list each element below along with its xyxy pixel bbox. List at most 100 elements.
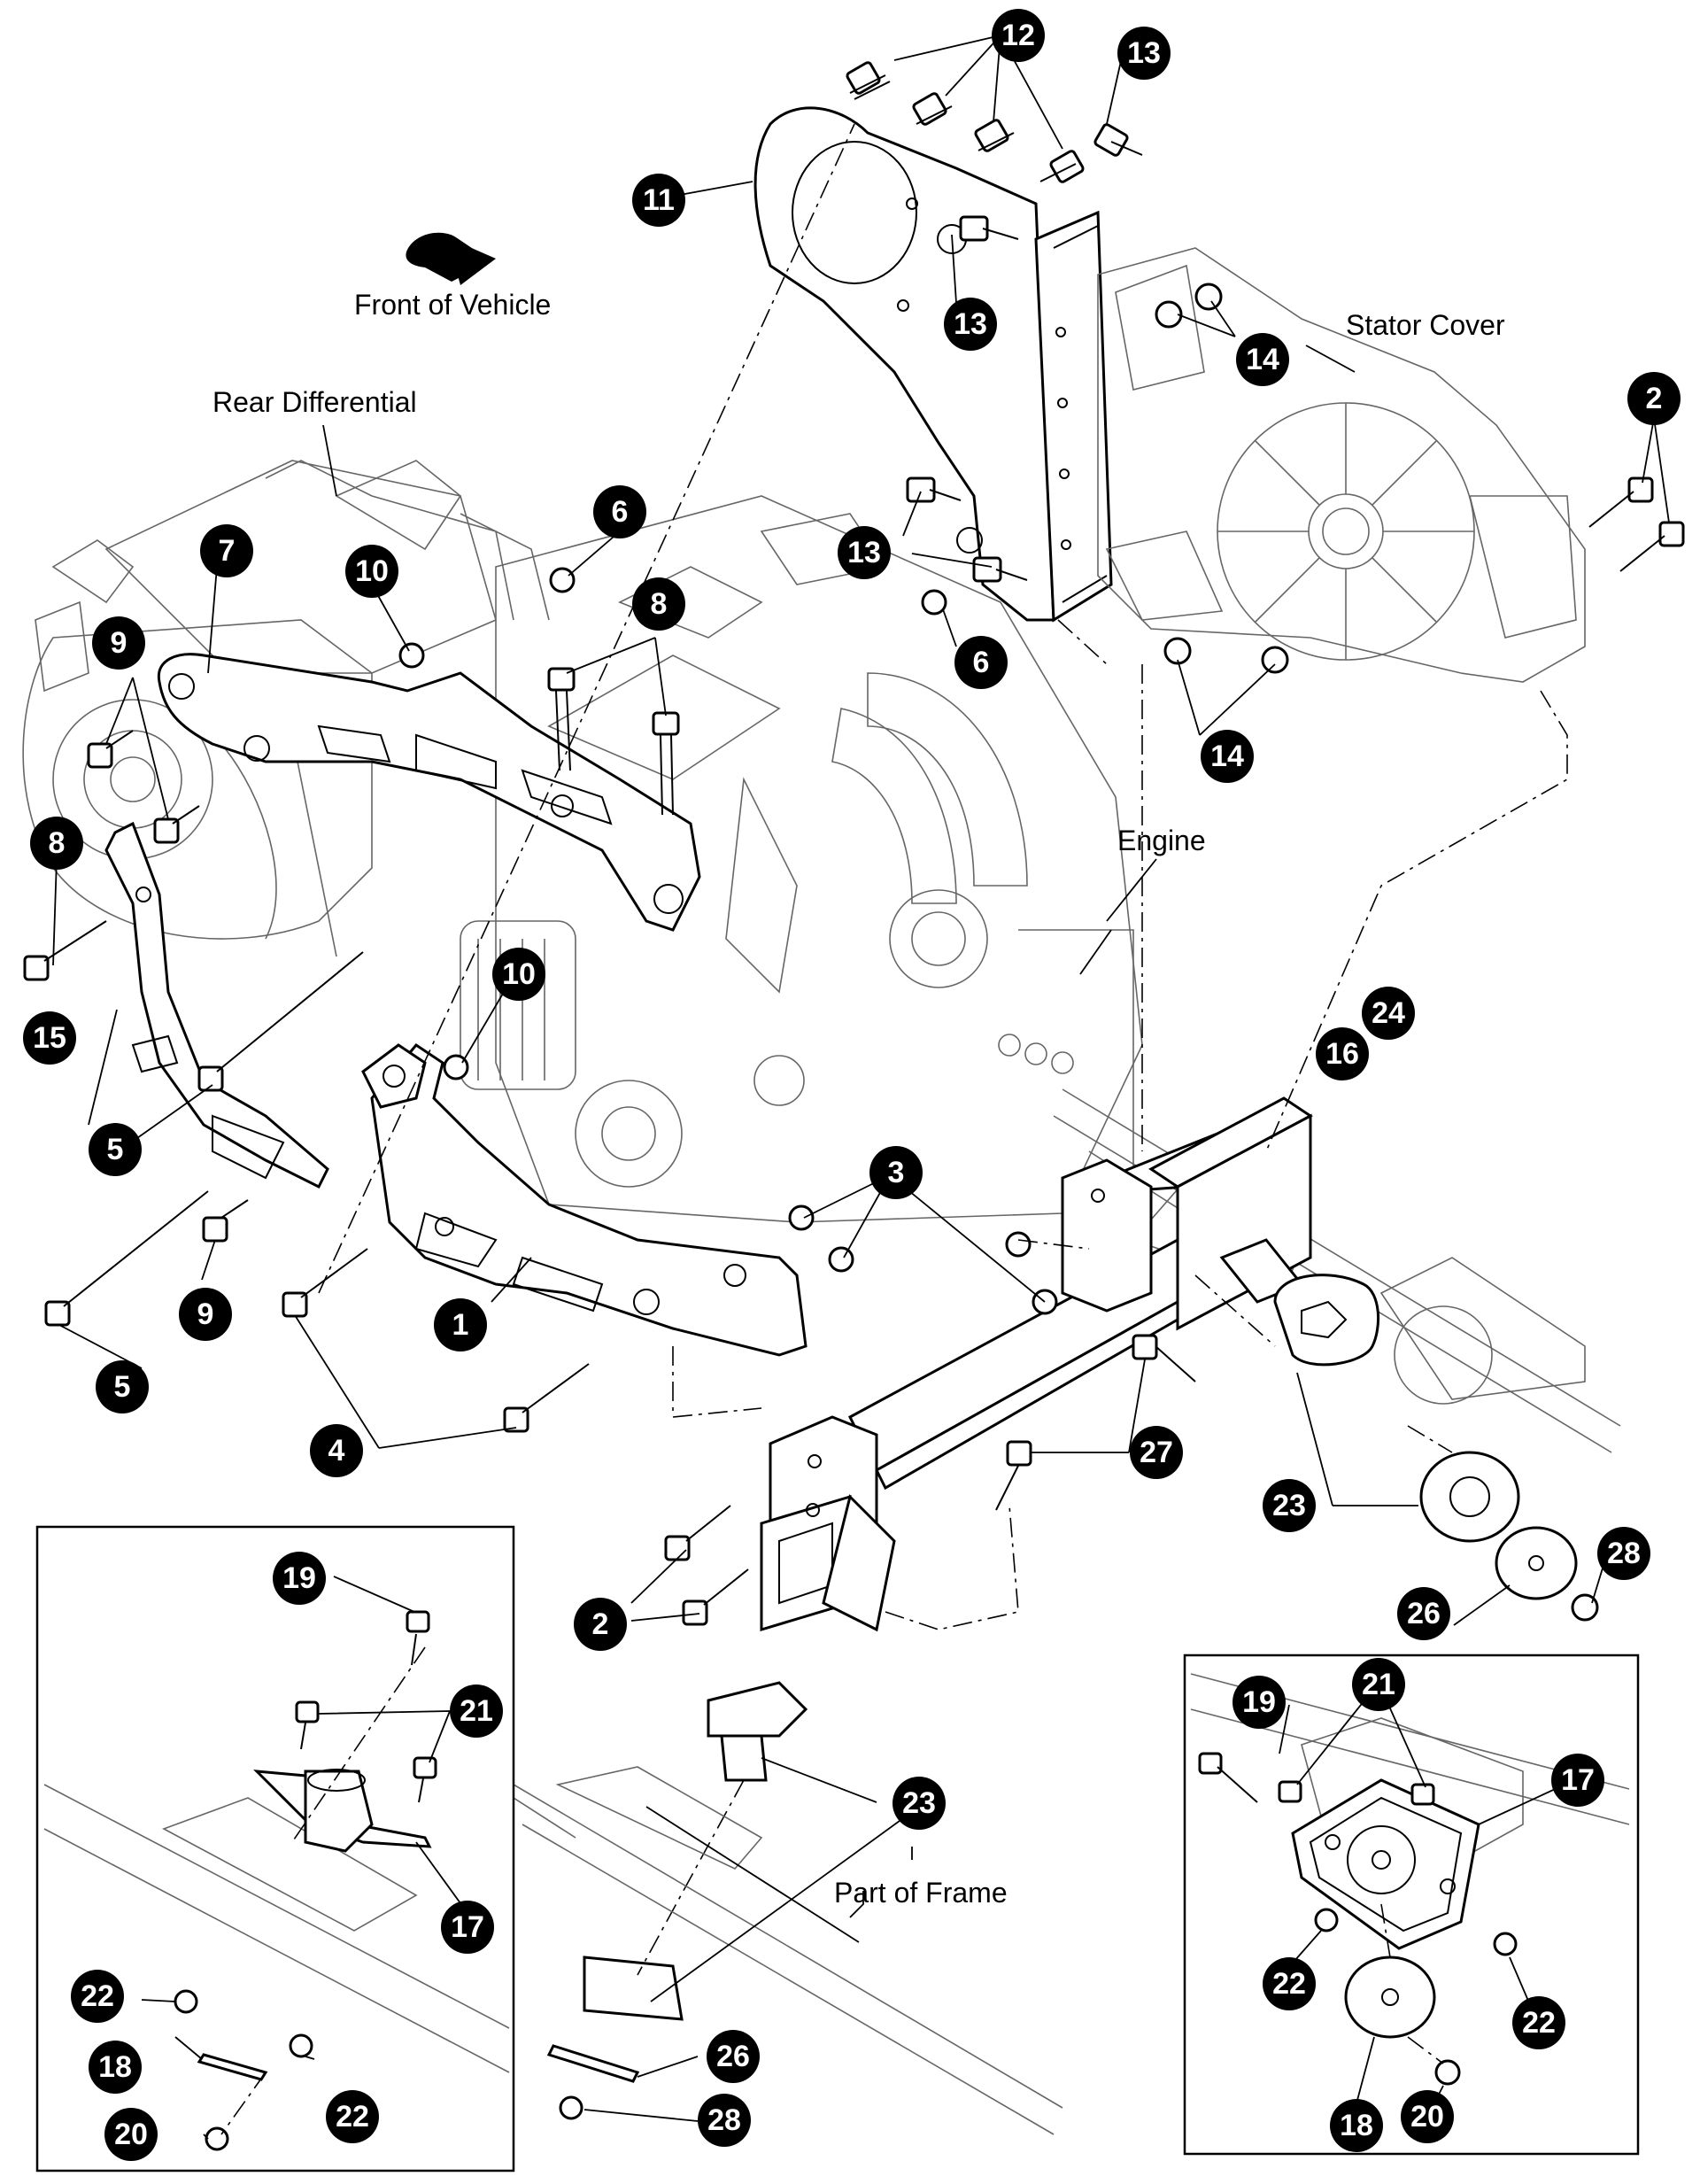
callout-6: 6 — [593, 485, 646, 538]
callout-22: 22 — [1263, 1957, 1316, 2010]
bolt-12-b — [912, 92, 953, 126]
svg-text:27: 27 — [1140, 1436, 1173, 1469]
bolt-8-a — [547, 667, 576, 771]
crossmember-16 — [760, 1096, 1313, 1632]
callout-12: 12 — [992, 9, 1045, 62]
callout-20: 20 — [1401, 2090, 1454, 2143]
bolt-9-b — [153, 805, 200, 844]
label-part-of-frame: Part of Frame — [834, 1877, 1008, 1909]
svg-text:8: 8 — [651, 587, 668, 621]
svg-text:3: 3 — [888, 1156, 905, 1189]
label-engine: Engine — [1117, 825, 1206, 856]
callout-18: 18 — [89, 2041, 142, 2094]
callout-26: 26 — [707, 2030, 760, 2083]
callout-21: 21 — [1352, 1658, 1405, 1711]
callout-4: 4 — [310, 1424, 363, 1477]
svg-text:4: 4 — [328, 1434, 345, 1468]
svg-text:23: 23 — [1272, 1489, 1306, 1522]
svg-text:16: 16 — [1325, 1037, 1359, 1071]
callout-16: 16 — [1316, 1027, 1369, 1080]
bolt-27-a — [1132, 1334, 1196, 1382]
callout-23: 23 — [1263, 1479, 1316, 1532]
bolt-5-b — [44, 1190, 209, 1327]
callout-28: 28 — [1597, 1527, 1650, 1580]
bolt-13-b — [959, 215, 1019, 242]
svg-text:7: 7 — [219, 534, 236, 568]
svg-text:19: 19 — [282, 1561, 316, 1595]
svg-text:13: 13 — [954, 307, 987, 341]
bolt-13-a — [1093, 123, 1143, 157]
svg-text:22: 22 — [1272, 1967, 1306, 2001]
callout-19: 19 — [1232, 1676, 1286, 1729]
nut-6-a — [549, 567, 576, 593]
nut-14-a — [1155, 283, 1223, 329]
callout-8: 8 — [30, 817, 83, 870]
callout-24: 24 — [1362, 987, 1415, 1040]
nut-6-b — [921, 589, 947, 616]
bolt-2-d — [682, 1568, 749, 1626]
callout-26: 26 — [1397, 1587, 1450, 1640]
callout-7: 7 — [200, 524, 253, 577]
callout-14: 14 — [1201, 730, 1254, 783]
svg-text:1: 1 — [452, 1308, 469, 1342]
bolt-8-b — [652, 711, 680, 816]
bolt-13-d — [972, 556, 1028, 583]
bolt-9-c — [202, 1199, 249, 1243]
svg-text:15: 15 — [33, 1021, 66, 1055]
callout-1: 1 — [434, 1298, 487, 1351]
bracket-1 — [361, 1043, 808, 1357]
bolt-2-a — [1588, 476, 1654, 528]
callout-22: 22 — [1512, 1996, 1565, 2049]
callout-23: 23 — [892, 1777, 946, 1830]
svg-text:6: 6 — [612, 495, 629, 529]
bolt-13-c — [906, 476, 962, 503]
svg-text:26: 26 — [716, 2040, 750, 2073]
callout-2: 2 — [1627, 372, 1681, 425]
bolt-2-b — [1619, 521, 1685, 572]
callout-10: 10 — [492, 948, 545, 1001]
bolt-2-c — [664, 1505, 731, 1561]
fasteners — [23, 61, 1685, 1626]
svg-text:12: 12 — [1001, 19, 1035, 52]
svg-text:19: 19 — [1242, 1685, 1276, 1719]
nut-14-b — [1163, 637, 1289, 674]
nut-10-a — [398, 642, 425, 669]
svg-text:22: 22 — [81, 1979, 114, 2013]
inset-right — [1183, 1653, 1640, 2156]
svg-text:6: 6 — [973, 646, 990, 679]
svg-text:20: 20 — [1410, 2100, 1444, 2134]
callout-13: 13 — [944, 298, 997, 351]
callout-17: 17 — [441, 1901, 494, 1954]
callout-14: 14 — [1236, 333, 1289, 386]
callout-19: 19 — [273, 1552, 326, 1605]
callout-3: 3 — [869, 1146, 923, 1199]
svg-text:2: 2 — [592, 1607, 609, 1641]
alignment-lines — [318, 123, 1568, 1976]
bracket-7 — [157, 653, 701, 932]
svg-text:17: 17 — [1561, 1763, 1595, 1797]
svg-text:2: 2 — [1646, 382, 1663, 415]
callout-5: 5 — [96, 1360, 149, 1413]
stator-cover-drawing — [1097, 247, 1586, 683]
callout-11: 11 — [632, 174, 685, 227]
bolt-12-c — [974, 119, 1015, 152]
svg-text:5: 5 — [114, 1370, 131, 1404]
callout-9: 9 — [92, 616, 145, 670]
svg-text:14: 14 — [1210, 740, 1244, 773]
bracket-15 — [104, 821, 329, 1189]
callout-22: 22 — [326, 2090, 379, 2143]
svg-text:9: 9 — [197, 1297, 214, 1331]
svg-text:26: 26 — [1407, 1597, 1441, 1630]
svg-text:22: 22 — [336, 2100, 369, 2134]
svg-text:22: 22 — [1522, 2006, 1556, 2040]
svg-text:10: 10 — [355, 554, 389, 588]
svg-text:21: 21 — [1362, 1668, 1395, 1701]
svg-text:8: 8 — [49, 826, 66, 860]
svg-text:13: 13 — [1127, 36, 1161, 70]
callout-5: 5 — [89, 1123, 142, 1176]
front-of-vehicle-arrow-icon — [406, 232, 496, 285]
callout-13: 13 — [838, 526, 891, 579]
callout-6: 6 — [954, 636, 1008, 689]
callout-20: 20 — [104, 2108, 158, 2161]
